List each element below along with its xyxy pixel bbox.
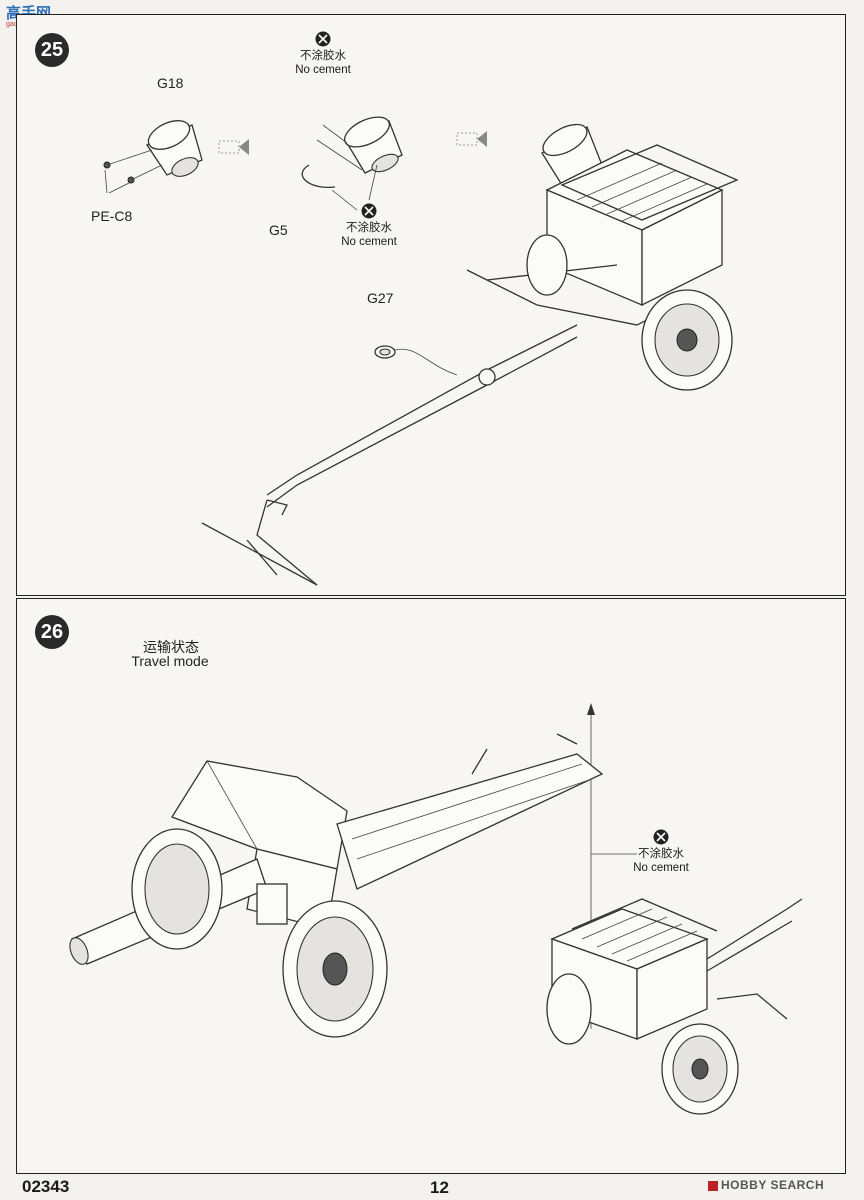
gun-travel-mode-illustration <box>69 733 604 1038</box>
step-26-panel: 26 运输状态 Travel mode 不涂胶水 No cement <box>16 598 846 1174</box>
brand-logo-icon <box>708 1180 718 1191</box>
step-arrow-1 <box>218 139 249 155</box>
travel-mode-title-cn: 运输状态 <box>143 639 199 655</box>
no-cement-note-bottom: 不涂胶水 No cement <box>329 203 409 249</box>
part-label-pe-c8: PE-C8 <box>91 208 133 224</box>
product-code: 02343 <box>22 1177 70 1196</box>
part-label-g5: G5 <box>269 222 288 238</box>
no-cement-icon <box>315 31 331 47</box>
step-25-drawing <box>103 116 739 586</box>
step-26-badge: 26 <box>35 615 69 649</box>
step-26-drawing <box>69 703 803 1115</box>
no-cement-note-step26: 不涂胶水 No cement <box>621 829 701 875</box>
no-cement-icon <box>653 829 669 845</box>
no-cement-icon <box>361 203 377 219</box>
travel-mode-title-en: Travel mode <box>131 653 209 669</box>
limber-cart-illustration <box>201 123 739 586</box>
bucket-g18-illustration <box>146 120 203 177</box>
limber-travel-mode-illustration <box>546 898 803 1115</box>
no-cement-note-top: 不涂胶水 No cement <box>283 31 363 77</box>
part-label-g18: G18 <box>157 75 184 91</box>
part-label-g27: G27 <box>367 290 394 306</box>
step-arrow-2 <box>456 131 487 147</box>
page-number: 12 <box>430 1178 449 1197</box>
step-25-badge: 25 <box>35 33 69 67</box>
brand-logo-text: HOBBY SEARCH <box>708 1178 824 1192</box>
bucket-with-handle-illustration <box>301 116 403 211</box>
step-25-panel: 25 G18 PE-C8 G5 G27 不涂胶水 No cement 不涂胶水 … <box>16 14 846 596</box>
